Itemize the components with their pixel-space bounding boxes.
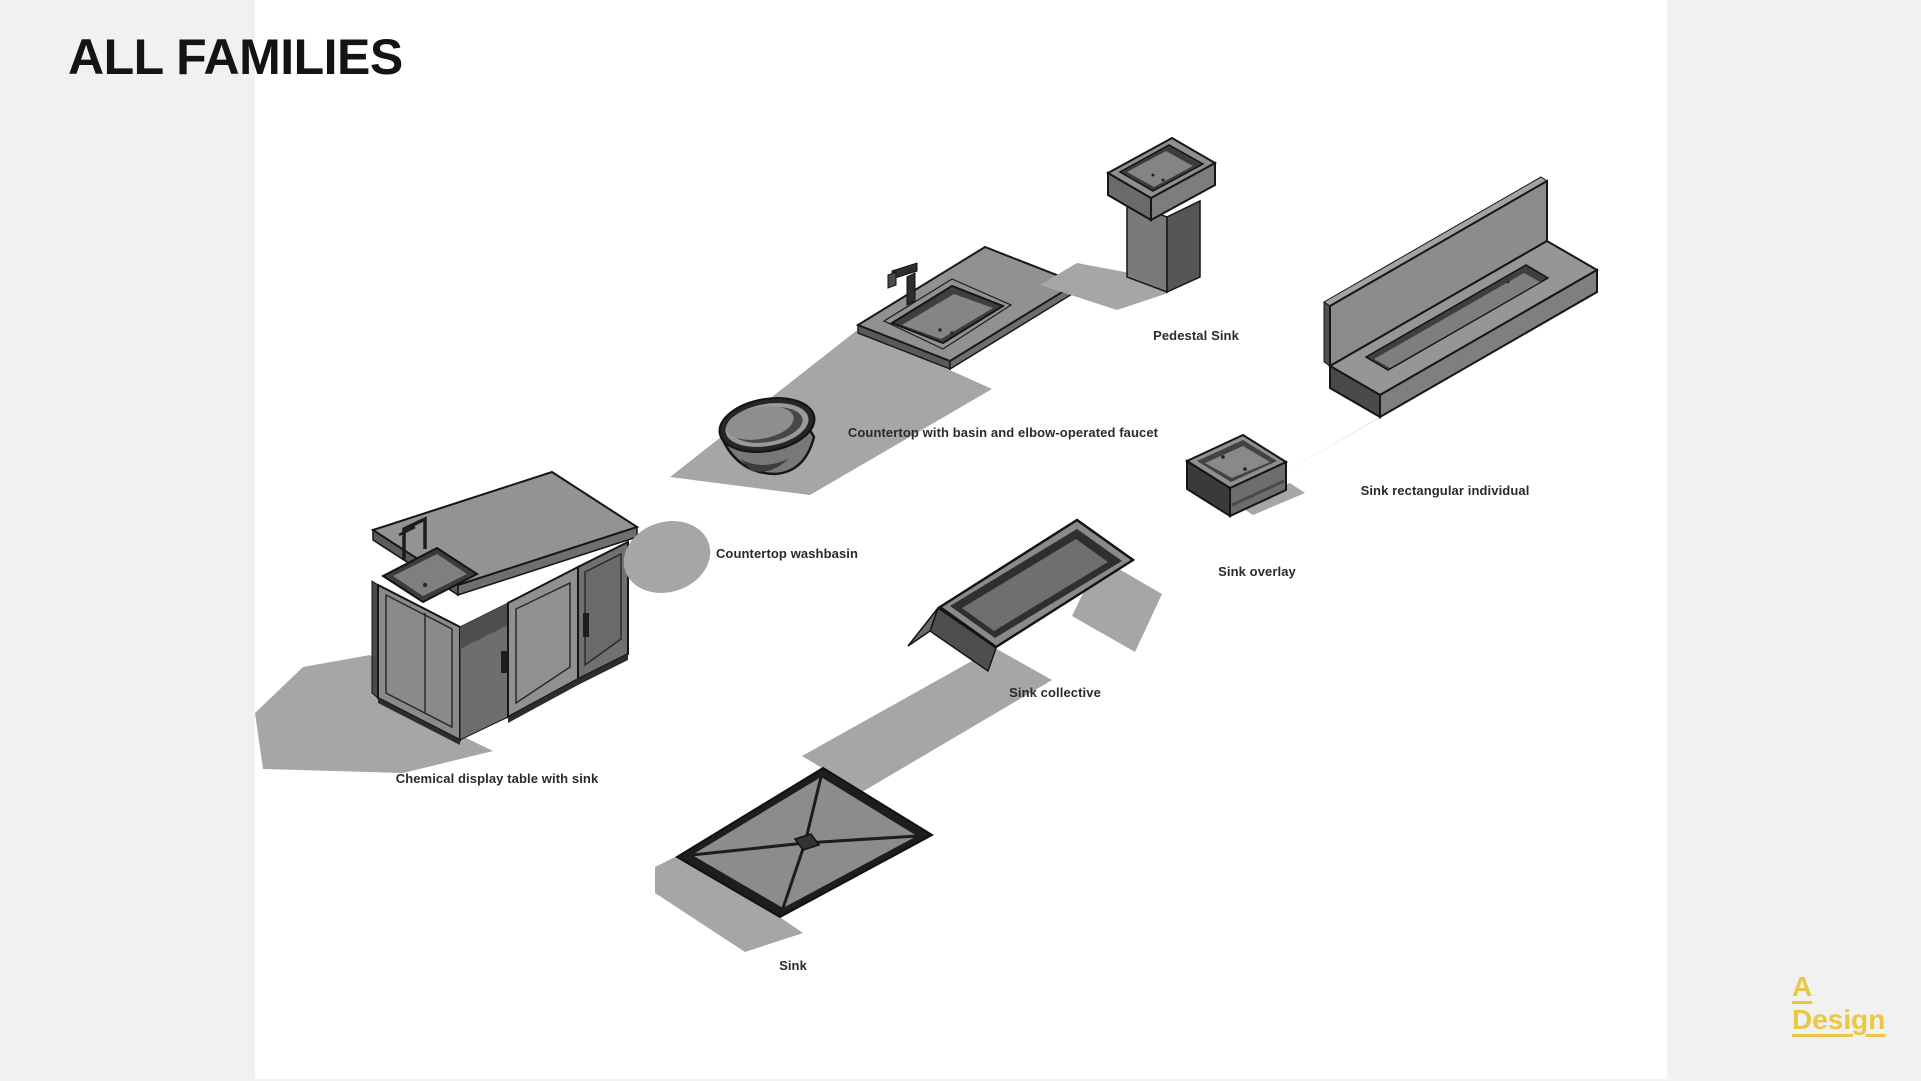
sink-overlay-3d: [1184, 433, 1305, 518]
pedestal-sink-3d: [1040, 136, 1218, 310]
floor-sink-shadow: [655, 857, 803, 952]
family-label-countertop-washbasin: Countertop washbasin: [715, 546, 859, 561]
family-label-sink-overlay: Sink overlay: [1218, 564, 1296, 579]
brand-logo-line1: A: [1792, 971, 1813, 1002]
page-title: ALL FAMILIES: [68, 29, 403, 85]
elbow-faucet: [887, 262, 918, 306]
brand-logo[interactable]: A Design: [1792, 970, 1885, 1036]
washbasin-shadow: [623, 521, 711, 593]
floor-sink-3d: [655, 766, 935, 952]
floor-sink-drain: [793, 833, 821, 851]
pedestal-shadow: [1040, 263, 1168, 310]
family-label-sink: Sink: [779, 958, 807, 973]
table-faucet: [398, 516, 427, 560]
countertop-washbasin-3d: [623, 397, 816, 593]
family-label-chemical-display-table: Chemical display table with sink: [395, 771, 599, 786]
sink-rectangular-individual-3d: [1233, 176, 1599, 502]
table-shadow: [255, 655, 493, 773]
family-label-countertop-basin-faucet: Countertop with basin and elbow-operated…: [847, 425, 1159, 440]
brand-logo-line2: Design: [1792, 1004, 1886, 1035]
sink-collective-3d: [802, 518, 1162, 792]
family-label-sink-collective: Sink collective: [1009, 685, 1101, 700]
overlay-shadow: [1235, 483, 1305, 515]
chemical-display-table-3d: [255, 470, 640, 773]
collective-shadow-left: [802, 648, 1052, 792]
family-label-pedestal-sink: Pedestal Sink: [1153, 328, 1239, 343]
family-label-sink-rectangular-individual: Sink rectangular individual: [1360, 483, 1530, 498]
